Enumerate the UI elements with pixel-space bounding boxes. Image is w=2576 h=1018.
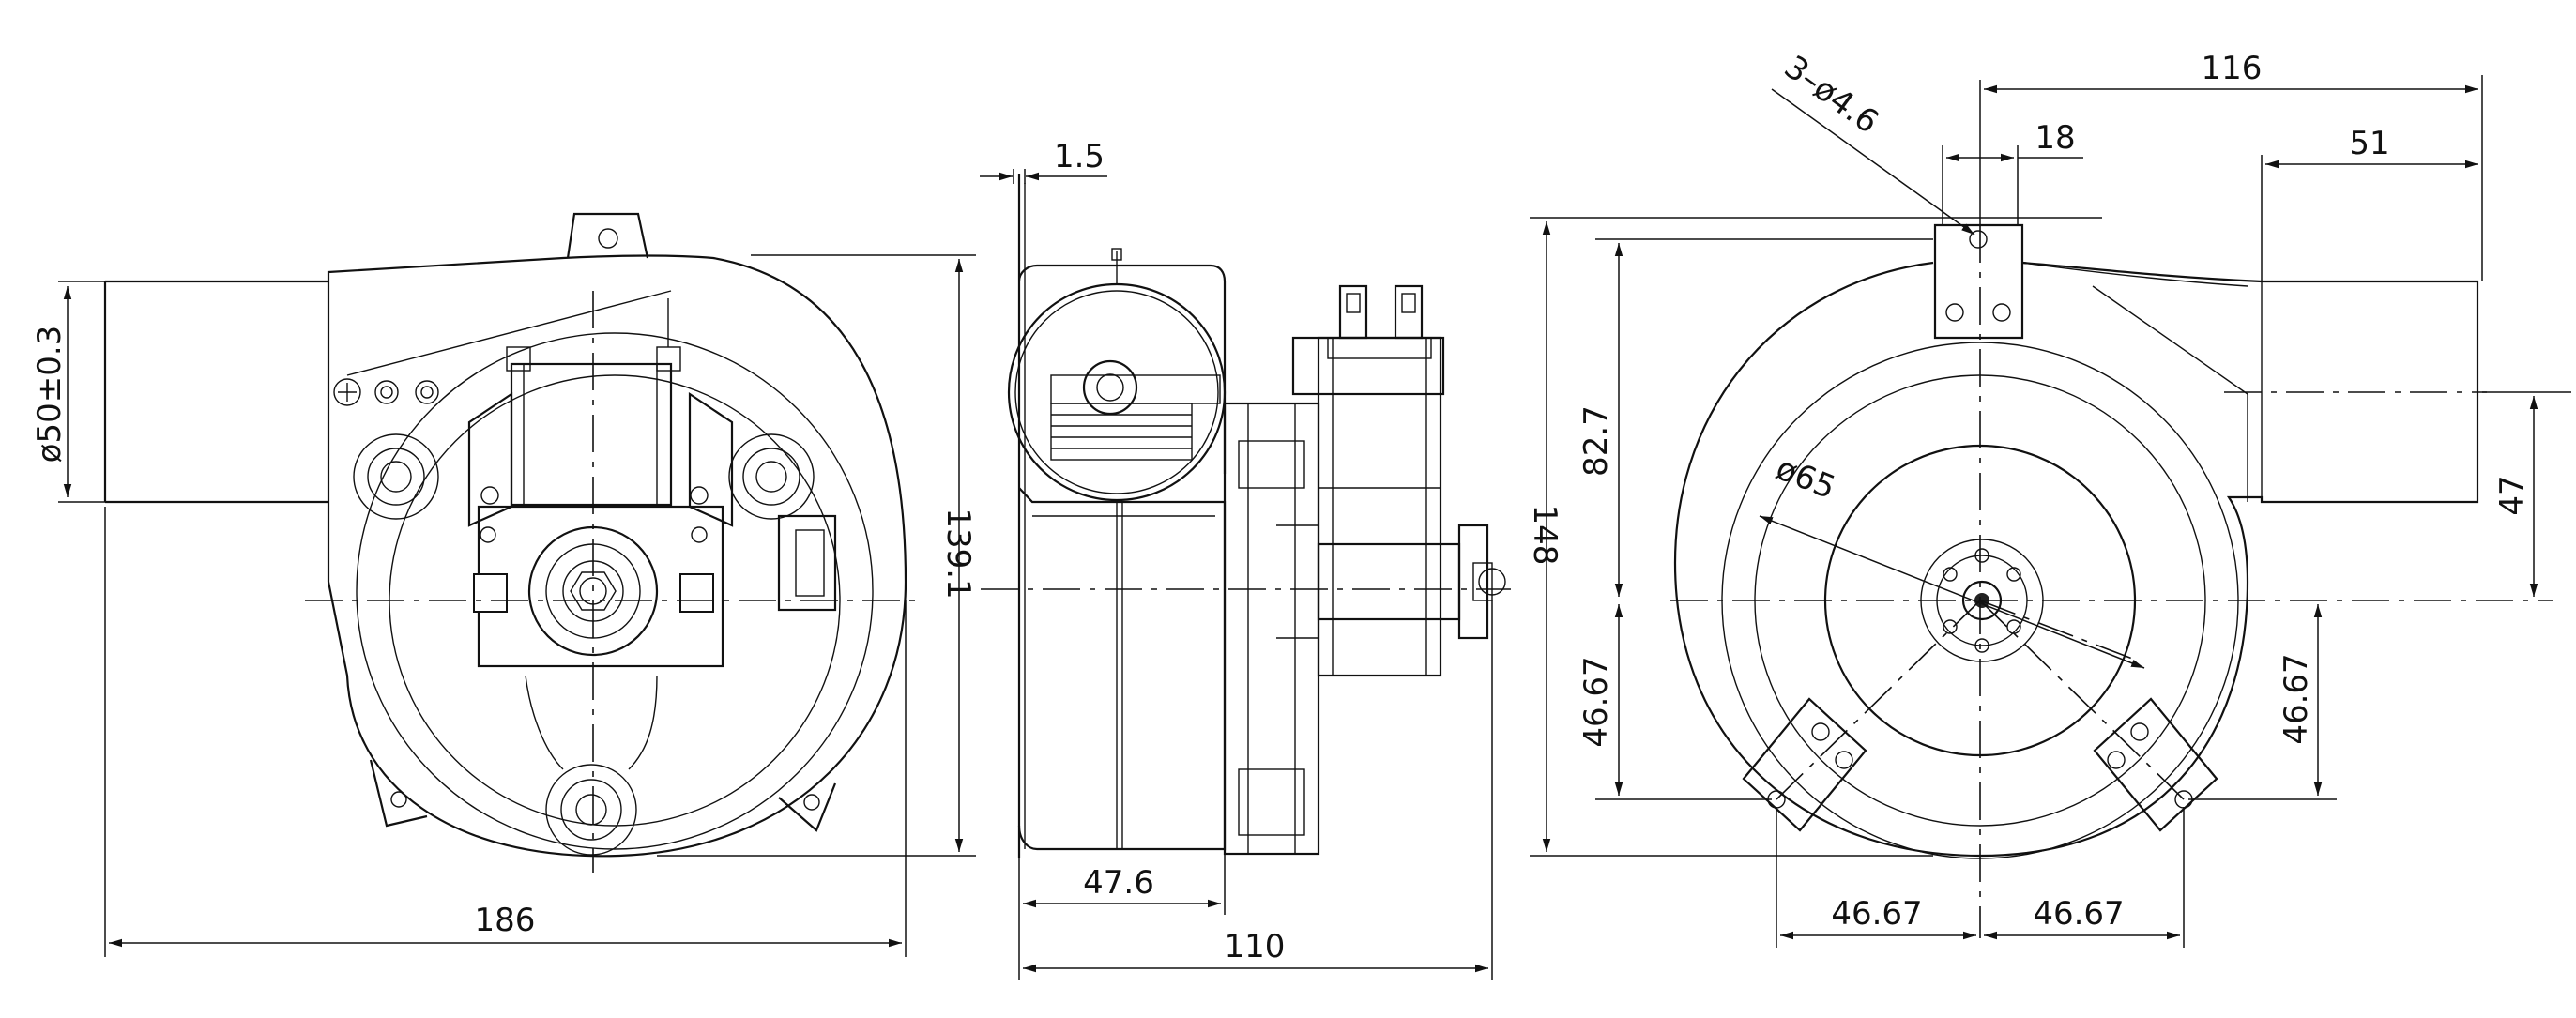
dim-bottom-left: 46.67 — [1831, 895, 1922, 933]
side-outlet-circle — [1007, 282, 1227, 502]
rear-dim-tab-width: 18 — [1942, 119, 2083, 225]
dim-total-depth: 110 — [1225, 928, 1286, 965]
front-outlet-pipe — [103, 280, 328, 504]
rear-top-tab — [1933, 223, 2024, 340]
dim-housing-depth: 47.6 — [1083, 864, 1154, 902]
rear-dim-holes: 3–ø4.6 — [1771, 49, 1975, 236]
dim-outlet-diameter: ø50±0.3 — [31, 326, 69, 463]
side-dim-flange: 1.5 — [980, 138, 1107, 184]
dim-inlet-diameter: ø65 — [1771, 449, 1840, 507]
side-volute — [1017, 264, 1227, 474]
dim-flange-thickness: 1.5 — [1054, 138, 1105, 175]
front-dim-width: 186 — [104, 507, 907, 957]
front-screw-head — [333, 378, 361, 406]
rear-dim-outlet-length: 51 — [2261, 125, 2478, 281]
side-terminal-block — [1291, 284, 1445, 396]
dim-tab-width: 18 — [2035, 119, 2075, 157]
front-small-hole-1 — [374, 380, 399, 404]
side-dim-total-height: 148 — [1526, 217, 2102, 857]
front-top-ear — [566, 212, 649, 259]
dim-lower-left-height: 46.67 — [1578, 656, 1615, 747]
front-boss-left — [353, 433, 439, 520]
dim-front-height: 139.1 — [939, 508, 977, 599]
rear-dim-outlet-offset: 47 — [2482, 391, 2571, 597]
side-motor-grille — [1050, 403, 1193, 461]
front-dim-outlet-diameter: ø50±0.3 — [31, 281, 105, 503]
front-small-hole-2 — [415, 380, 439, 404]
rear-housing-outline — [1673, 261, 2479, 858]
front-top-ear-hole — [598, 228, 618, 249]
dim-outlet-offset: 47 — [2493, 475, 2531, 515]
side-dim-housing-depth: 47.6 — [1018, 854, 1226, 915]
front-terminal-right — [679, 573, 714, 613]
dim-bottom-right: 46.67 — [2033, 895, 2124, 933]
side-mounting-plate — [1223, 402, 1320, 856]
rear-dim-bottom-right: 46.67 — [1984, 807, 2185, 948]
rear-view — [1670, 223, 2553, 938]
front-left-ear — [369, 759, 428, 828]
front-boss-bottom — [545, 764, 637, 856]
front-side-connector — [777, 514, 837, 612]
dim-width-to-outlet: 116 — [2202, 50, 2263, 87]
rear-dim-width-outlet: 116 — [1979, 50, 2483, 281]
dim-lower-right-height: 46.67 — [2278, 653, 2315, 744]
front-boss-right — [728, 433, 815, 520]
dim-outlet-length: 51 — [2349, 125, 2389, 162]
front-right-ear-hole — [803, 794, 820, 811]
front-left-ear-hole — [390, 791, 407, 808]
rear-mount-right — [2093, 697, 2218, 832]
front-dim-height: 139.1 — [657, 254, 977, 857]
rear-mount-left — [1742, 697, 1867, 832]
rear-dim-upper-height: 82.7 — [1578, 238, 1933, 597]
rear-dim-bottom-left: 46.67 — [1776, 807, 1976, 948]
dim-upper-height: 82.7 — [1578, 405, 1615, 477]
dim-holes: 3–ø4.6 — [1777, 49, 1885, 142]
side-view — [981, 174, 1511, 858]
rear-dim-lower-right-height: 46.67 — [2188, 604, 2337, 800]
side-outlet-hub — [1082, 359, 1138, 416]
rear-dim-lower-left-height: 46.67 — [1578, 604, 1772, 800]
front-housing-outline — [327, 254, 907, 858]
front-view — [103, 212, 924, 873]
front-right-ear — [778, 782, 837, 832]
dim-front-width: 186 — [475, 902, 536, 939]
side-motor — [1276, 336, 1506, 677]
front-housing-rim — [356, 332, 874, 850]
dim-total-height: 148 — [1526, 505, 1563, 566]
rear-dim-inlet-diameter: ø65 — [1759, 449, 2145, 669]
side-dim-total-depth: 110 — [1018, 600, 1493, 980]
front-terminal-left — [473, 573, 508, 613]
